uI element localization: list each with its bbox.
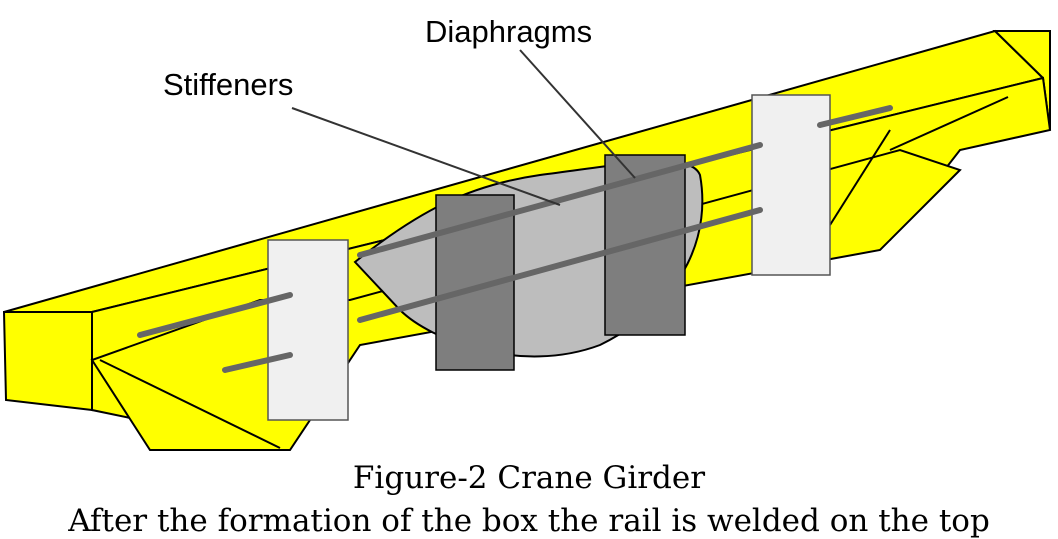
diaphragm-center-right xyxy=(604,154,686,336)
stiffeners-label: Stiffeners xyxy=(163,67,294,102)
stiffeners-leader xyxy=(291,107,561,206)
girder-left-end xyxy=(2,311,93,412)
crane-girder-diagram xyxy=(2,29,1052,451)
diaphragm-left xyxy=(267,239,349,421)
body-text: After the formation of the box the rail … xyxy=(68,503,990,539)
diaphragm-right xyxy=(751,94,831,276)
stiffeners xyxy=(137,105,893,373)
diaphragms-label: Diaphragms xyxy=(425,14,593,49)
diaphragms-leader xyxy=(519,49,636,179)
figure-caption: Figure-2 Crane Girder xyxy=(352,460,706,496)
